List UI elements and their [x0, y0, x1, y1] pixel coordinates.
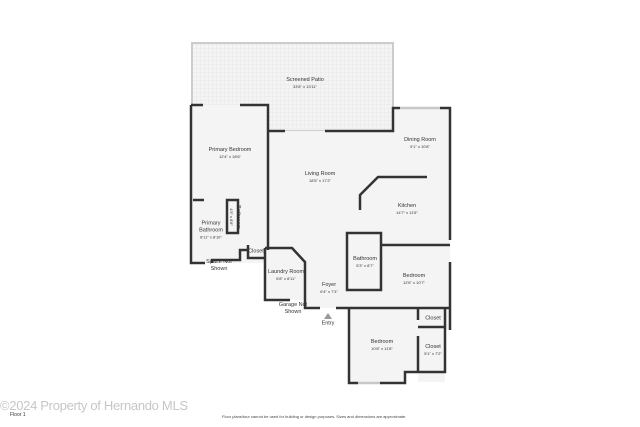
room-closet-small: Closet	[425, 315, 441, 322]
walls	[189, 103, 452, 385]
room-closet-hall: Closet	[248, 248, 264, 255]
watermark: ©2024 Property of Hernando MLS	[0, 398, 188, 413]
floor-label: Floor 1	[10, 412, 26, 418]
room-garage-not-shown: Garage Not Shown	[278, 302, 308, 315]
window	[358, 106, 440, 385]
entry-arrow-icon	[324, 313, 332, 319]
entry-label: Entry	[321, 320, 335, 327]
disclaimer: Floor plans/tour cannot be used for buil…	[222, 414, 407, 419]
room-space-not-shown: Space Not Shown	[206, 259, 232, 272]
interior-floor	[191, 105, 450, 383]
